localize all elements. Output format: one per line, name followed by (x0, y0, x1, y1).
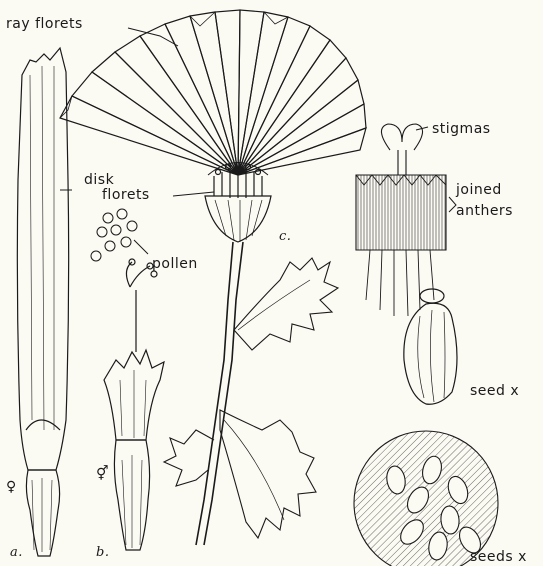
female-symbol-icon: ♀ (6, 480, 17, 495)
anther-tube (356, 175, 446, 250)
bisexual-symbol-icon: ⚥ (96, 467, 109, 482)
disk-floret-drawing (104, 259, 164, 550)
seed-drawing (404, 289, 457, 404)
female-floret-drawing (17, 48, 68, 556)
pointer-ray-florets (128, 28, 178, 46)
pointer-anthers (449, 197, 456, 212)
label-seeds: seeds x (470, 550, 527, 565)
label-joined-anthers-line1: joined (456, 183, 502, 198)
label-pollen: pollen (152, 257, 198, 272)
pollen-grains (91, 209, 137, 261)
leaf-lower (220, 410, 316, 538)
label-fig-a: a. (10, 545, 23, 560)
label-disk-florets-line1: disk (84, 173, 114, 188)
flower-head (60, 10, 366, 545)
ovary-a (26, 470, 59, 556)
label-fig-b: b. (96, 545, 109, 560)
label-ray-florets: ray florets (6, 17, 83, 32)
stamen-detail (356, 124, 446, 316)
label-seed: seed x (470, 384, 519, 399)
ray-florets-drawing (60, 10, 366, 175)
seeds-magnified (354, 431, 498, 566)
label-joined-anthers-line2: anthers (456, 204, 513, 219)
label-disk-florets-line2: florets (102, 188, 150, 203)
label-stigmas: stigmas (432, 122, 491, 137)
leaf-upper (234, 258, 338, 350)
pointer-pollen (134, 240, 148, 254)
label-fig-c: c. (279, 229, 291, 244)
